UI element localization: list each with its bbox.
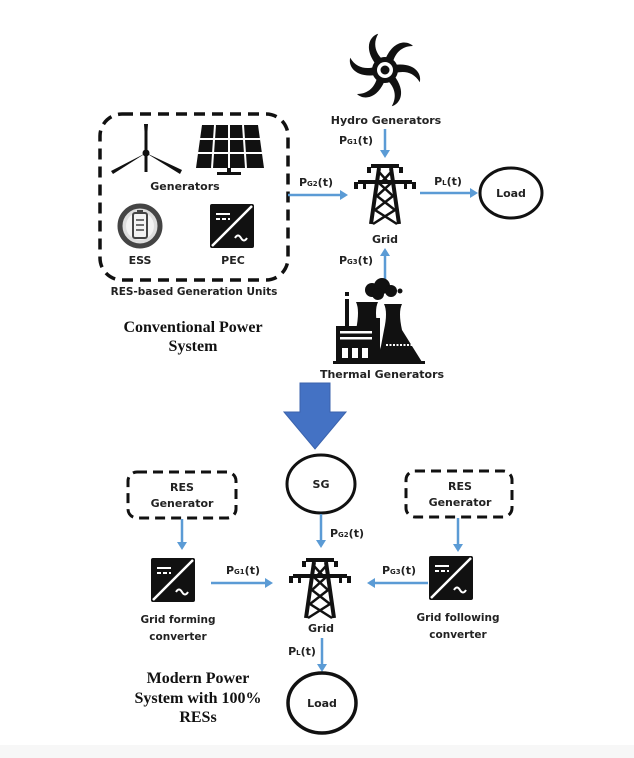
flow-modern-pl-arrowhead: [317, 664, 327, 672]
conventional-title-line2: System: [169, 338, 219, 355]
res-generator-left-box: [126, 470, 238, 520]
res-units-dashed-box: [98, 112, 290, 282]
grid-following-converter-icon: [427, 554, 475, 602]
res-generator-left-line1: RES: [170, 481, 194, 494]
sg-label: SG: [313, 478, 330, 491]
transition-arrow: [282, 382, 348, 450]
flow-modern-pl-label: PL(t): [288, 645, 316, 658]
modern-title-line2: System with 100%: [134, 690, 261, 707]
flow-pg1-arrowhead: [380, 150, 390, 158]
flow-pg2-label: PG2(t): [299, 176, 333, 189]
flow-modern-pg1-label: PG1(t): [226, 564, 260, 577]
grid-forming-converter-icon: [149, 556, 197, 604]
wind-turbine-icon: [111, 124, 182, 174]
hydro-label: Hydro Generators: [331, 114, 442, 127]
res-left-to-gfm-arrowhead: [177, 542, 187, 550]
transmission-tower-icon: [352, 162, 418, 226]
thermal-plant-icon: [333, 278, 425, 364]
flow-pl-arrowhead: [470, 188, 478, 198]
res-generator-right-line1: RES: [448, 480, 472, 493]
load-node: [478, 166, 544, 220]
modern-title-line3: RESs: [179, 709, 216, 726]
flow-modern-pg3-arrowhead: [367, 578, 375, 588]
gfm-label-line2: converter: [149, 631, 207, 643]
generators-label: Generators: [150, 180, 220, 193]
gfl-label-line1: Grid following: [416, 612, 499, 624]
res-units-label: RES-based Generation Units: [111, 286, 278, 298]
flow-pg3-arrowhead: [380, 248, 390, 256]
hydro-turbine-icon: [349, 33, 421, 107]
load-label: Load: [496, 187, 526, 200]
grid-label: Grid: [372, 233, 398, 246]
gfl-label-line2: converter: [429, 629, 487, 641]
modern-grid-label: Grid: [308, 622, 334, 635]
converter-icon: [208, 202, 256, 250]
flow-pg2-arrowhead: [340, 190, 348, 200]
res-generator-left-line2: Generator: [151, 497, 214, 510]
res-generator-right-line2: Generator: [429, 496, 492, 509]
gfm-label-line1: Grid forming: [140, 614, 215, 626]
res-right-to-gfl-arrowhead: [453, 544, 463, 552]
flow-modern-pg2-label: PG2(t): [330, 527, 364, 540]
flow-pg1-label: PG1(t): [339, 134, 373, 147]
pec-label: PEC: [221, 254, 245, 267]
flow-pg3-label: PG3(t): [339, 254, 373, 267]
modern-load-label: Load: [307, 697, 337, 710]
modern-transmission-tower-icon: [287, 556, 353, 620]
footer-band: [0, 745, 634, 758]
flow-pl-label: PL(t): [434, 175, 462, 188]
modern-title-line1: Modern Power: [147, 670, 250, 687]
flow-modern-pg3-label: PG3(t): [382, 564, 416, 577]
modern-load-node: [286, 671, 358, 735]
battery-icon: [117, 203, 163, 249]
ess-label: ESS: [129, 254, 152, 267]
res-generator-right-box: [404, 469, 514, 519]
solar-panel-icon: [196, 124, 264, 175]
sg-node: [285, 453, 357, 515]
flow-modern-pg2-arrowhead: [316, 540, 326, 548]
conventional-title-line1: Conventional Power: [123, 319, 262, 336]
thermal-label: Thermal Generators: [320, 368, 445, 381]
flow-modern-pg1-arrowhead: [265, 578, 273, 588]
